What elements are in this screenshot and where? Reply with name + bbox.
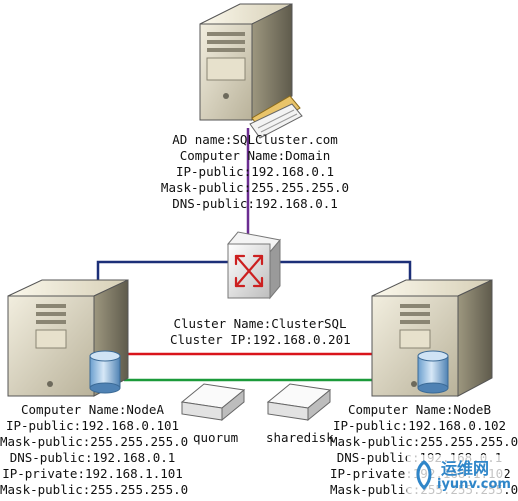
- node-a-line: Computer Name:NodeA: [21, 402, 164, 417]
- watermark-en: iyunv.com: [437, 477, 511, 492]
- sharedisk-disk: [266, 383, 332, 422]
- sharedisk-label: sharedisk: [266, 430, 334, 445]
- links: [96, 128, 412, 382]
- node-b-line: Mask-public:255.255.255.0: [330, 434, 518, 449]
- watermark: 运维网 iyunv.com: [407, 455, 511, 497]
- watermark-logo-icon: [416, 460, 432, 491]
- ad-line: AD name:SQLCluster.com: [172, 132, 338, 147]
- ad-line: IP-public:192.168.0.1: [175, 164, 335, 179]
- database-icon-a: [89, 350, 121, 394]
- ad-server-label: AD name:SQLCluster.com Computer Name:Dom…: [160, 132, 350, 212]
- ad-line: DNS-public:192.168.0.1: [172, 196, 338, 211]
- quorum-disk: [180, 383, 246, 422]
- cluster-line: Cluster IP:192.168.0.201: [170, 332, 351, 347]
- node-a-label: Computer Name:NodeA IP-public:192.168.0.…: [0, 402, 189, 498]
- quorum-label: quorum: [193, 430, 239, 445]
- switch-arrows-icon: [234, 254, 264, 288]
- node-b-line: IP-public:192.168.0.102: [332, 418, 507, 433]
- network-switch: [227, 231, 281, 300]
- ad-line: Mask-public:255.255.255.0: [160, 180, 350, 195]
- ad-server: [199, 3, 303, 139]
- node-a-line: Mask-public:255.255.255.0: [0, 434, 189, 449]
- cluster-line: Cluster Name:ClusterSQL: [173, 316, 347, 331]
- node-b-server: [371, 279, 493, 397]
- public-link-b: [280, 260, 412, 282]
- public-link-a: [96, 260, 228, 282]
- ad-line: Computer Name:Domain: [179, 148, 331, 163]
- directory-icon: [249, 95, 303, 139]
- node-a-server: [7, 279, 129, 397]
- node-a-line: Mask-public:255.255.255.0: [0, 482, 189, 497]
- node-b-line: Computer Name:NodeB: [348, 402, 491, 417]
- node-a-line: IP-public:192.168.0.101: [5, 418, 180, 433]
- cluster-label: Cluster Name:ClusterSQL Cluster IP:192.1…: [170, 316, 351, 348]
- database-icon-b: [417, 350, 449, 394]
- watermark-cn: 运维网: [441, 459, 490, 478]
- node-a-line: DNS-public:192.168.0.1: [9, 450, 176, 465]
- node-a-line: IP-private:192.168.1.101: [2, 466, 183, 481]
